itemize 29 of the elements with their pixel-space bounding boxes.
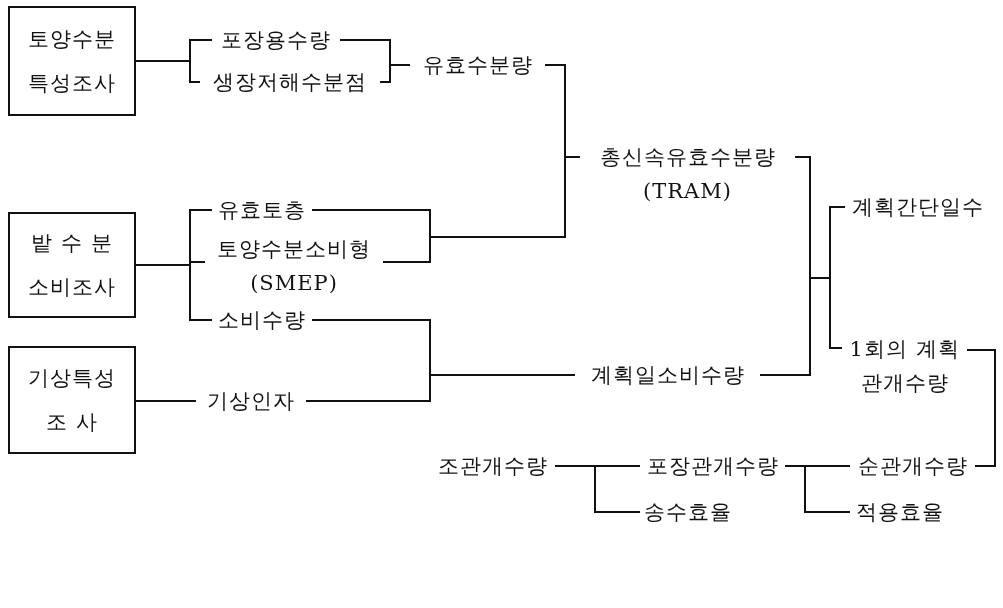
term-label: 1회의 계획 관개수량 (842, 330, 967, 402)
survey-box: 기상특성 조 사 (8, 346, 136, 454)
connector-line (135, 264, 213, 321)
term-label: 생장저해수분점 (200, 66, 380, 98)
term-label: 송수효율 (640, 496, 735, 528)
connector-line (305, 374, 576, 402)
connector-line (554, 465, 641, 513)
connector-line (382, 156, 581, 263)
connector-line (966, 349, 996, 467)
term-label: 조관개수량 (430, 450, 555, 482)
term-label: 토양수분소비형 (SMEP) (205, 230, 383, 302)
term-label: 계획간단일수 (845, 190, 990, 224)
term-label: 소비수량 (212, 304, 312, 336)
term-label: 적용효율 (850, 496, 950, 528)
connector-line (784, 465, 851, 513)
survey-box: 밭 수 분 소비조사 (8, 212, 136, 318)
connector-line (135, 400, 197, 402)
term-label: 총신속유효수분량 (TRAM) (580, 138, 795, 210)
connector-line (135, 60, 201, 83)
term-label: 유효수분량 (410, 48, 545, 82)
survey-box: 토양수분 특성조사 (8, 6, 136, 116)
term-label: 순관개수량 (850, 450, 975, 482)
term-label: 포장관개수량 (640, 450, 785, 482)
term-label: 포장용수량 (212, 24, 340, 56)
term-label: 유효토층 (212, 194, 312, 226)
connector-line (379, 64, 411, 83)
term-label: 계획일소비수량 (575, 358, 760, 392)
connector-line (759, 277, 843, 376)
term-label: 기상인자 (196, 385, 306, 417)
